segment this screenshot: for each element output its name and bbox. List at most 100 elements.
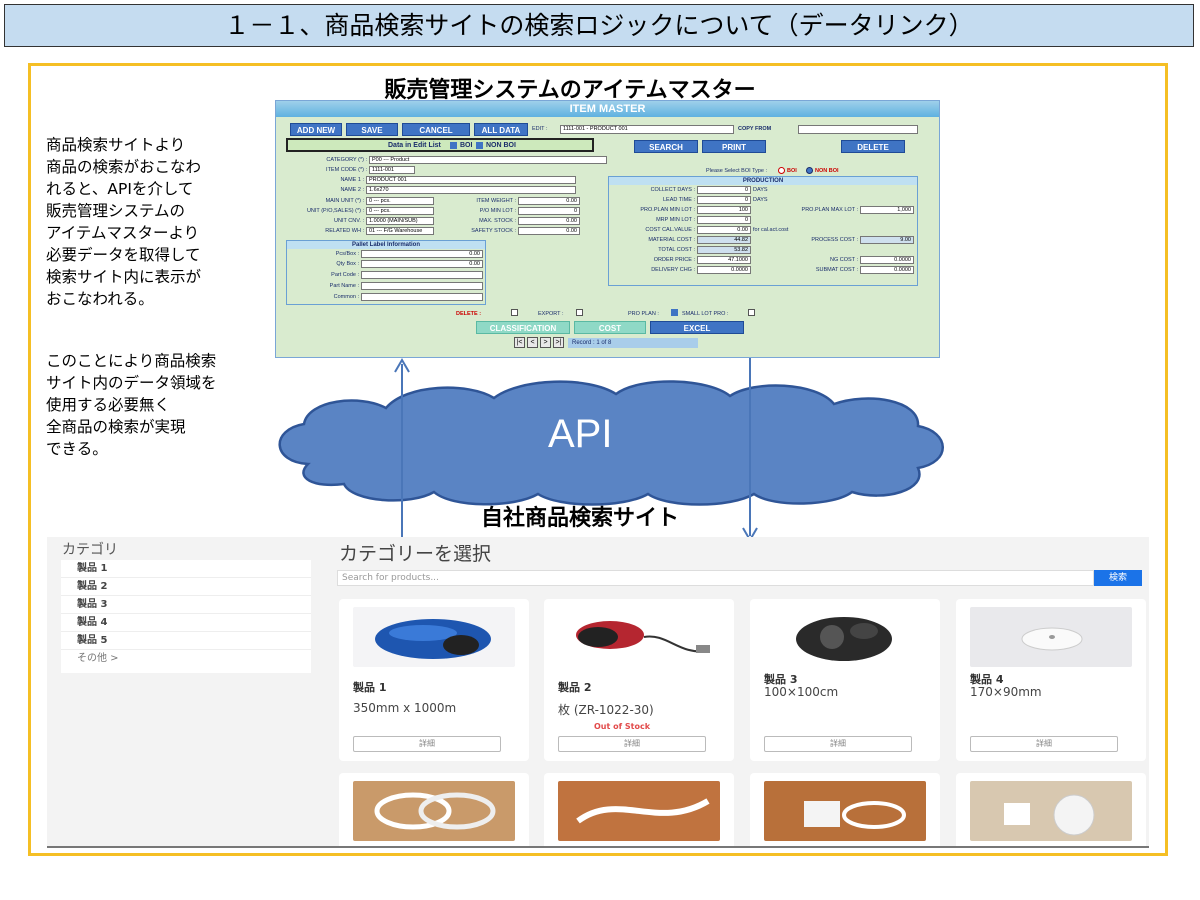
product-card[interactable] [956,773,1146,846]
main-unit-select[interactable]: 0 --- pcs. [366,197,434,205]
po-min-lot-input[interactable]: 0 [518,207,580,215]
api-label: API [548,412,613,456]
part-name-input[interactable] [361,282,483,290]
mrp-min-lot-input[interactable]: 0 [697,216,751,224]
boi-checkbox[interactable] [450,142,457,149]
boi-radio[interactable] [778,167,785,174]
classification-button[interactable]: CLASSIFICATION [476,321,570,334]
detail-button[interactable]: 詳細 [970,736,1118,752]
name2-input[interactable]: 1.6x270 [366,186,576,194]
boi-radio-label: BOI [787,168,797,174]
category-title: カテゴリ [62,542,118,558]
next-record-icon[interactable]: > [540,337,551,348]
product-image [764,607,926,667]
search-button[interactable]: SEARCH [634,140,698,153]
shop-heading: 自社商品検索サイト [480,506,679,531]
safety-stock-input[interactable]: 0.00 [518,227,580,235]
first-record-icon[interactable]: |< [514,337,525,348]
category-item[interactable]: 製品 2 [61,578,311,596]
print-button[interactable]: PRINT [702,140,766,153]
lead-time-input[interactable]: 0 [697,196,751,204]
product-card[interactable] [339,773,529,846]
last-record-icon[interactable]: >| [553,337,564,348]
item-code-input[interactable]: 1111-001 [369,166,415,174]
field-label: NG COST : [829,257,858,263]
part-code-input[interactable] [361,271,483,279]
name1-input[interactable]: PRODUCT 001 [366,176,576,184]
related-wh-select[interactable]: 01 --- F/G Warehouse [366,227,434,235]
save-button[interactable]: SAVE [346,123,398,136]
field-label: SUBMAT COST : [815,267,858,273]
boi-label: BOI [460,142,473,149]
field-label: MAX. STOCK : [479,218,516,224]
category-item[interactable]: 製品 3 [61,596,311,614]
ng-cost-input[interactable]: 0.0000 [860,256,914,264]
category-item-other[interactable]: その他 > [77,653,119,664]
detail-button[interactable]: 詳細 [353,736,501,752]
product-card[interactable]: 製品 3 100×100cm 詳細 [750,599,940,761]
total-cost-value: 53.82 [697,246,751,254]
charger-image-icon [1004,794,1095,836]
cost-button[interactable]: COST [574,321,646,334]
excel-button[interactable]: EXCEL [650,321,744,334]
item-master-header: ITEM MASTER [276,101,939,117]
unit-po-sales-select[interactable]: 0 --- pcs. [366,207,434,215]
pro-plan-max-lot-input[interactable]: 1,000 [860,206,914,214]
max-stock-input[interactable]: 0.00 [518,217,580,225]
small-lot-flag-checkbox[interactable] [748,309,755,316]
pcs-box-input[interactable]: 0.00 [361,250,483,258]
product-image [353,607,515,667]
description-line: アイテムマスターより [46,224,200,242]
copy-from-select[interactable] [798,125,918,134]
product-card[interactable] [750,773,940,846]
common-input[interactable] [361,293,483,301]
detail-button[interactable]: 詳細 [764,736,912,752]
collect-days-input[interactable]: 0 [697,186,751,194]
production-title: PRODUCTION [609,177,917,185]
product-search-input[interactable]: Search for products... [337,570,1094,586]
field-label: MAIN UNIT (*) : [325,198,364,204]
prev-record-icon[interactable]: < [527,337,538,348]
delivery-chg-input[interactable]: 0.0000 [697,266,751,274]
add-new-button[interactable]: ADD NEW [290,123,342,136]
all-data-button[interactable]: ALL DATA [474,123,528,136]
field-label: COLLECT DAYS : [650,187,695,193]
detail-button[interactable]: 詳細 [558,736,706,752]
category-select[interactable]: P00 --- Product [369,156,607,164]
field-label: SAFETY STOCK : [471,228,516,234]
export-flag-checkbox[interactable] [576,309,583,316]
item-weight-input[interactable]: 0.00 [518,197,580,205]
field-label: CATEGORY (*) : [326,157,367,163]
unit-label: DAYS [753,197,768,203]
product-card[interactable]: 製品 1 350mm x 1000m 詳細 [339,599,529,761]
field-label: Pcs/Box : [335,251,359,257]
category-item[interactable]: 製品 4 [61,614,311,632]
field-label: PRO.PLAN MAX LOT : [801,207,858,213]
pro-plan-flag-checkbox[interactable] [671,309,678,316]
cancel-button[interactable]: CANCEL [402,123,470,136]
non-boi-radio[interactable] [806,167,813,174]
non-boi-checkbox[interactable] [476,142,483,149]
product-card[interactable]: 製品 4 170×90mm 詳細 [956,599,1146,761]
product-card[interactable]: 製品 2 枚 (ZR-1022-30) Out of Stock 詳細 [544,599,734,761]
delete-flag-checkbox[interactable] [511,309,518,316]
cost-cal-value-input[interactable]: 0.00 [697,226,751,234]
pro-plan-min-lot-input[interactable]: 100 [697,206,751,214]
category-item[interactable]: 製品 5 [61,632,311,650]
down-arrow-icon [742,358,758,542]
product-search-button[interactable]: 検索 [1094,570,1142,586]
product-size: 枚 (ZR-1022-30) [558,703,654,717]
product-search-site: カテゴリ 製品 1 製品 2 製品 3 製品 4 製品 5 その他 > カテゴリ… [47,537,1149,848]
submat-cost-input[interactable]: 0.0000 [860,266,914,274]
order-price-input[interactable]: 47.1000 [697,256,751,264]
category-item[interactable]: 製品 1 [61,560,311,578]
qty-box-input[interactable]: 0.00 [361,260,483,268]
description-line: 使用する必要無く [46,396,171,414]
delete-button[interactable]: DELETE [841,140,905,153]
product-card[interactable] [544,773,734,846]
description-line: おこなわれる。 [46,290,154,308]
diagram-frame [28,63,1168,856]
unit-cnv-input[interactable]: 1.0000 (MAIN/SUB) [366,217,434,225]
edit-select[interactable]: 1111-001 - PRODUCT 001 [560,125,734,134]
edit-label: EDIT : [532,126,548,132]
